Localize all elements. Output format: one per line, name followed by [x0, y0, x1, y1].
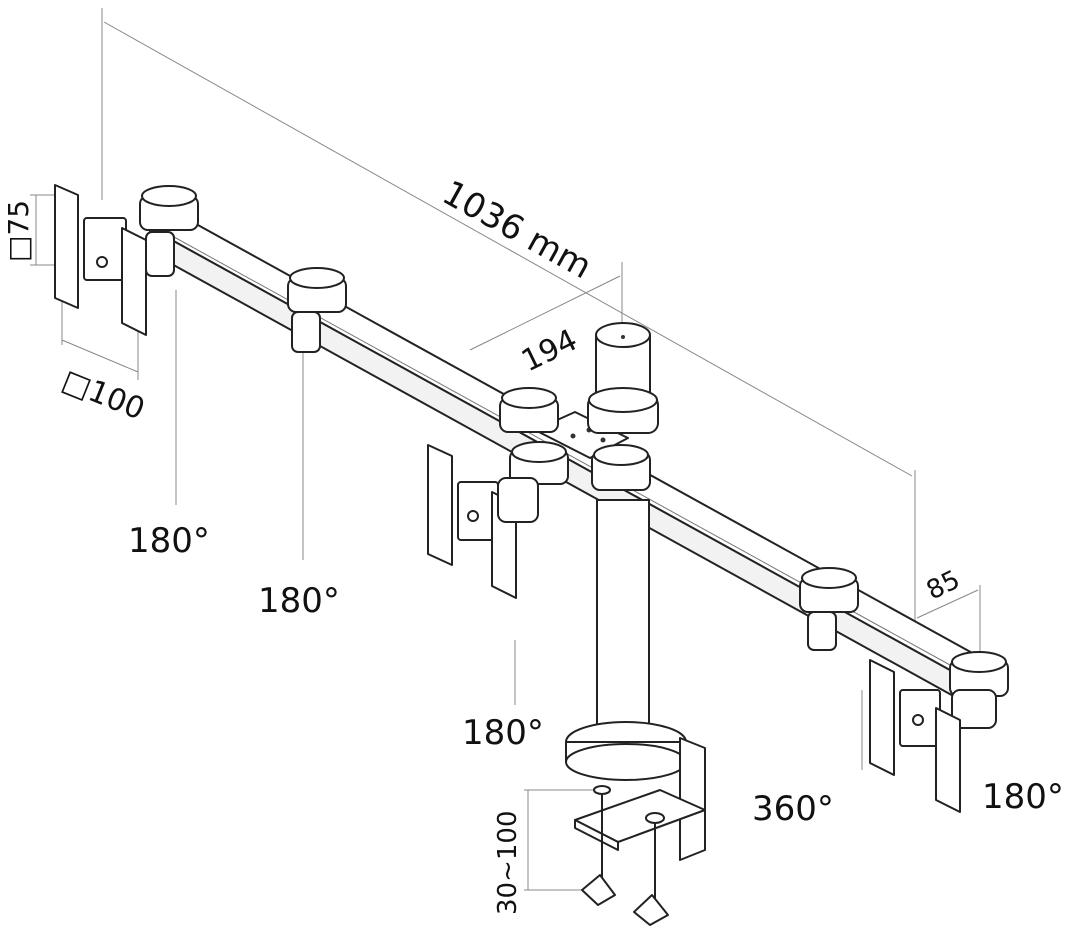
label-arm-offset: 194 [516, 323, 583, 380]
vesa-plate-center [427, 444, 539, 599]
joint-left-end [139, 185, 199, 277]
label-length: 1036 mm [436, 173, 598, 287]
joint-left-mid [287, 267, 347, 353]
label-rotation-right-360: 360° [752, 789, 834, 829]
label-vesa-100: □100 [57, 363, 149, 428]
vesa-plate-left [54, 184, 147, 336]
joint-right-end [949, 651, 1009, 729]
label-vesa-75: □75 [2, 200, 35, 262]
joint-right-mid [799, 567, 859, 651]
label-rotation-left-1: 180° [128, 521, 210, 561]
joint-center-right [591, 444, 651, 491]
joint-center-left [499, 387, 569, 485]
label-rotation-center: 180° [462, 713, 544, 753]
label-rotation-left-2: 180° [258, 581, 340, 621]
dimension-lines [30, 8, 981, 891]
labels: 1036 mm 194 85 □75 □100 180° 180° 180° 3… [2, 173, 1064, 915]
label-clamp-range: 30~100 [493, 811, 523, 916]
beam-joints [139, 185, 1009, 729]
label-rotation-right-180: 180° [982, 777, 1064, 817]
label-end-offset: 85 [922, 565, 965, 606]
desk-clamp [565, 721, 706, 926]
vesa-plate-right [869, 659, 961, 813]
